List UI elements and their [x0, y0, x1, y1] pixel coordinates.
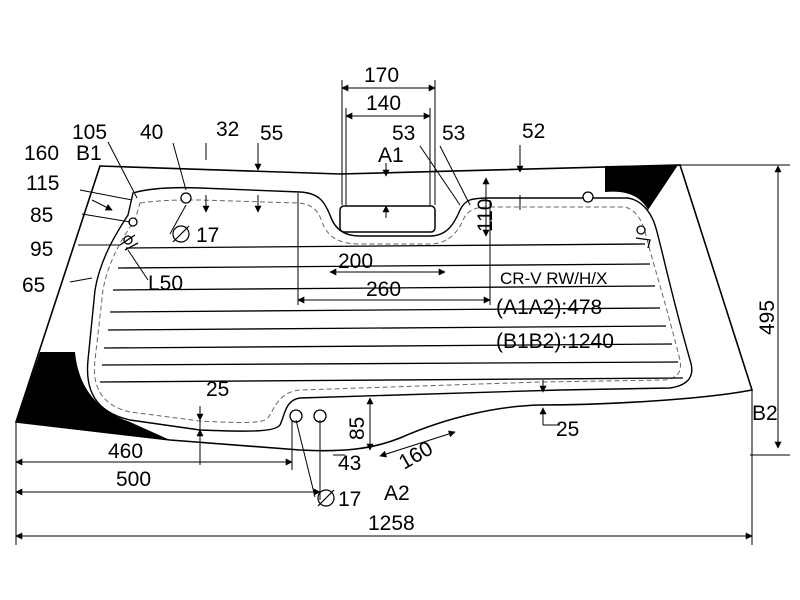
dim-140: 140: [366, 92, 401, 115]
dim-110: 110: [474, 199, 497, 232]
dim-1258: 1258: [368, 512, 415, 535]
dim-460: 460: [108, 440, 143, 463]
inner-frame-outline: [86, 186, 693, 432]
dim-115: 115: [26, 172, 59, 195]
clip-bracket-left: [119, 234, 139, 251]
clip-right: [636, 225, 646, 235]
diameter-symbols: [172, 225, 335, 507]
dim-105: 105: [72, 121, 107, 144]
dim-85-bottom: 85: [346, 417, 369, 440]
dim-diameter-17-top: 17: [196, 224, 219, 247]
dim-43: 43: [338, 452, 361, 475]
clip-bracket-right: [635, 237, 651, 249]
defroster-lines: [99, 243, 684, 383]
dim-32: 32: [216, 118, 239, 141]
dim-25-left: 25: [206, 378, 229, 401]
clip-left-1: [128, 217, 138, 227]
dimension-lines: [15, 80, 790, 545]
dim-495: 495: [756, 300, 779, 335]
dim-85-left: 85: [30, 204, 53, 227]
hole-top-left: [180, 192, 192, 204]
black-mask-bottom-left: [16, 352, 170, 440]
dim-25-right: 25: [556, 418, 579, 441]
dim-l50: L50: [148, 272, 183, 295]
point-label-b1: B1: [76, 142, 102, 165]
dim-260: 260: [366, 278, 401, 301]
dim-500: 500: [116, 468, 151, 491]
stop-lamp-cutout: [339, 205, 436, 233]
diameter-symbol-bottom: [317, 489, 335, 507]
dim-55: 55: [260, 122, 283, 145]
black-mask-top-right: [605, 165, 678, 210]
spec-b1b2: (B1B2):1240: [496, 330, 614, 353]
dim-53-right: 53: [442, 122, 465, 145]
spec-a1a2: (A1A2):478: [496, 296, 602, 319]
point-label-b2: B2: [752, 402, 778, 425]
dim-diameter-17-bottom: 17: [338, 488, 361, 511]
dim-160-bottom: 160: [395, 437, 437, 474]
dashed-print-line: [93, 199, 681, 424]
dim-53-left: 53: [392, 122, 415, 145]
mounting-holes: [123, 191, 646, 423]
dim-170: 170: [364, 64, 399, 87]
hole-top-right: [582, 191, 594, 203]
dim-65: 65: [22, 274, 45, 297]
dim-52: 52: [522, 120, 545, 143]
dim-200: 200: [338, 250, 373, 273]
point-label-a2: A2: [384, 482, 410, 505]
point-label-a1: A1: [378, 144, 404, 167]
diameter-symbol-top: [172, 225, 190, 243]
dim-95: 95: [30, 238, 53, 261]
model-label: CR-V RW/H/X: [500, 269, 607, 288]
dim-40: 40: [140, 121, 163, 144]
dim-160-top: 160: [24, 142, 59, 165]
